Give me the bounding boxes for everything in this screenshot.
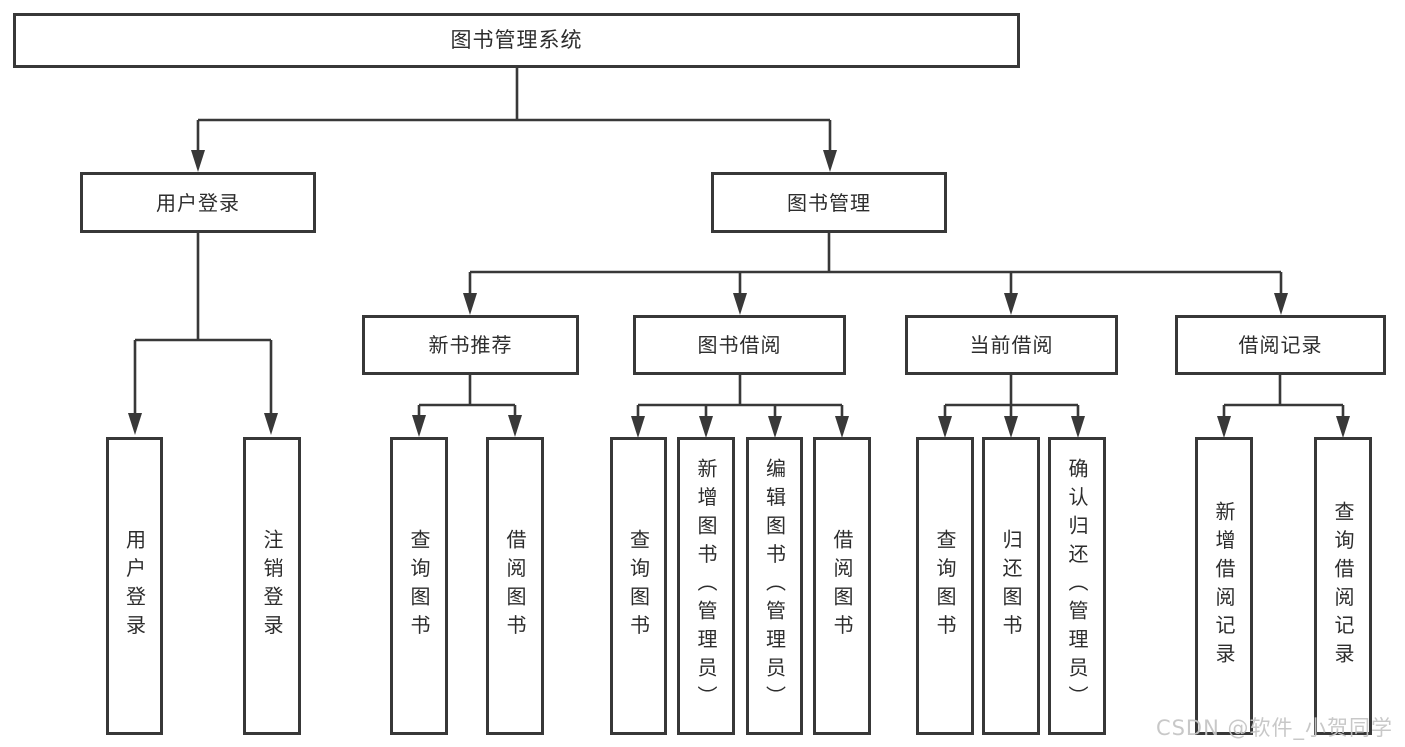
csdn-watermark: CSDN @软件_小贺同学 — [1155, 716, 1393, 740]
leaf-logout: 注销登录 — [243, 437, 301, 735]
arrowhead-icon — [823, 150, 837, 172]
leaf-confirm-return-admin: 确认归还（管理员） — [1048, 437, 1106, 735]
arrowhead-icon — [1217, 416, 1231, 438]
arrowhead-icon — [508, 415, 522, 437]
node-new-book-recommend: 新书推荐 — [362, 315, 579, 375]
leaf-add-book-admin: 新增图书（管理员） — [677, 437, 735, 735]
connector-path — [133, 68, 1345, 418]
arrowhead-icon — [1274, 293, 1288, 315]
arrowhead-icon — [412, 415, 426, 437]
arrowhead-icon — [264, 413, 278, 435]
arrowhead-icon — [1004, 293, 1018, 315]
leaf-query-books-borrowing: 查询图书 — [610, 437, 667, 735]
leaf-query-books-current: 查询图书 — [916, 437, 974, 735]
arrowhead-icon — [463, 293, 477, 315]
arrowhead-icon — [938, 416, 952, 438]
leaf-borrow-books-recommend: 借阅图书 — [486, 437, 544, 735]
arrowhead-icon — [699, 416, 713, 438]
leaf-borrow-books: 借阅图书 — [813, 437, 871, 735]
arrowhead-icon — [1336, 416, 1350, 438]
leaf-query-books-recommend: 查询图书 — [390, 437, 448, 735]
node-user-login-branch: 用户登录 — [80, 172, 316, 233]
leaf-return-book: 归还图书 — [982, 437, 1040, 735]
arrowhead-icon — [768, 416, 782, 438]
arrowhead-icon — [191, 150, 205, 172]
arrowhead-icon — [1071, 416, 1085, 438]
node-book-management-system: 图书管理系统 — [13, 13, 1020, 68]
leaf-user-login: 用户登录 — [106, 437, 163, 735]
arrowhead-icon — [835, 416, 849, 438]
leaf-query-borrow-record: 查询借阅记录 — [1314, 437, 1372, 735]
arrowhead-icon — [1004, 416, 1018, 438]
leaf-add-borrow-record: 新增借阅记录 — [1195, 437, 1253, 735]
arrowhead-icon — [128, 413, 142, 435]
node-borrowing-records: 借阅记录 — [1175, 315, 1386, 375]
node-book-management-branch: 图书管理 — [711, 172, 947, 233]
leaf-edit-book-admin: 编辑图书（管理员） — [746, 437, 803, 735]
arrowhead-icon — [631, 416, 645, 438]
arrowhead-icon — [733, 293, 747, 315]
node-current-borrowing: 当前借阅 — [905, 315, 1118, 375]
node-book-borrowing: 图书借阅 — [633, 315, 846, 375]
